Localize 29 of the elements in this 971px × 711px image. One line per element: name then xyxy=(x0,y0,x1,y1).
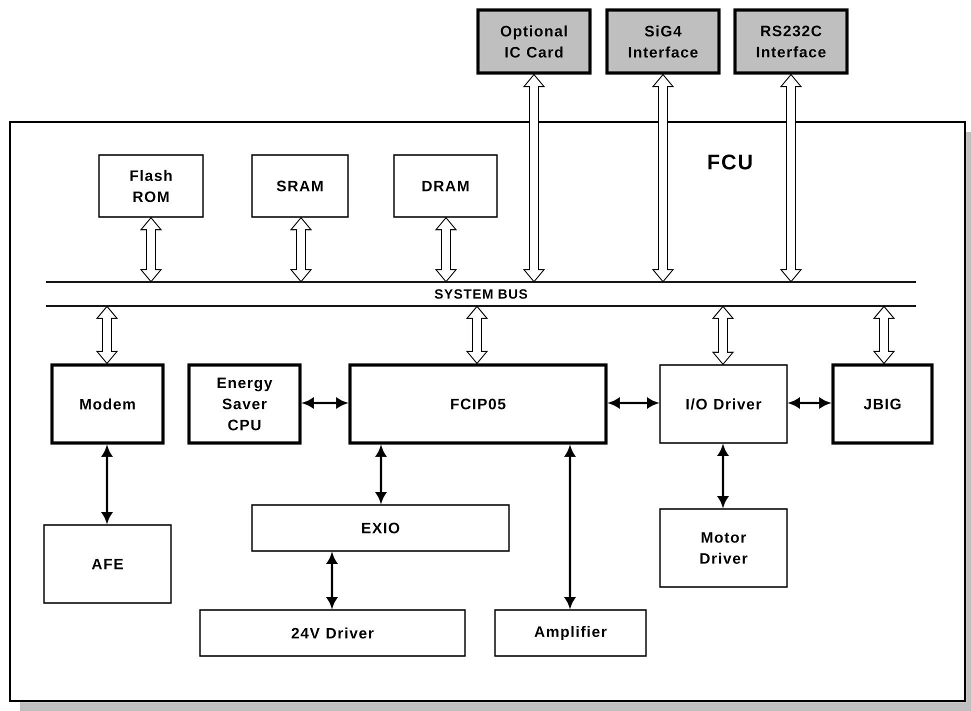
block-box: Motor Driver xyxy=(659,508,788,588)
block-box: JBIG xyxy=(831,363,934,445)
system-bus: SYSTEM BUS xyxy=(46,281,916,307)
arrow xyxy=(102,447,112,522)
block-box: Energy Saver CPU xyxy=(187,363,302,445)
arrow xyxy=(327,554,337,607)
interface-box: RS232C Interface xyxy=(733,8,849,75)
block-box: SRAM xyxy=(251,154,349,218)
interface-box: SiG4 Interface xyxy=(605,8,721,75)
block-box: Modem xyxy=(50,363,165,445)
block-box: FCIP05 xyxy=(348,363,608,445)
arrow xyxy=(790,398,829,408)
block-box: AFE xyxy=(43,524,172,604)
arrow xyxy=(376,447,386,502)
arrow xyxy=(712,306,734,366)
interface-box: Optional IC Card xyxy=(476,8,592,75)
arrow xyxy=(466,306,488,364)
block-box: DRAM xyxy=(393,154,498,218)
arrow xyxy=(565,447,575,607)
arrow xyxy=(718,446,728,506)
block-box: Amplifier xyxy=(494,609,647,657)
block-box: Flash ROM xyxy=(98,154,204,218)
block-box: I/O Driver xyxy=(659,364,788,444)
block-box: EXIO xyxy=(251,504,510,552)
arrow xyxy=(610,398,657,408)
arrow xyxy=(304,398,346,408)
arrow xyxy=(872,306,896,364)
arrow xyxy=(96,306,118,364)
block-box: 24V Driver xyxy=(199,609,466,657)
